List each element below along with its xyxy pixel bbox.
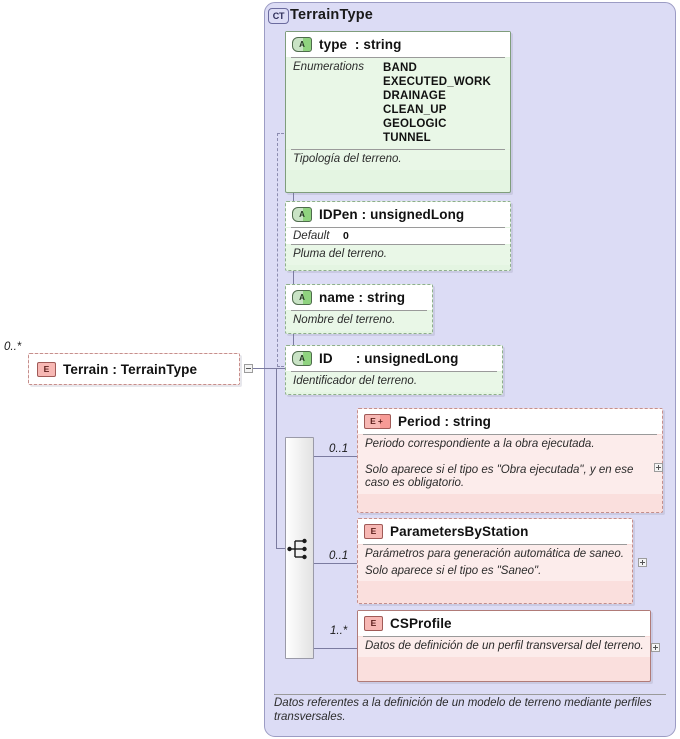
element-badge-icon: E — [364, 616, 383, 631]
occurrence-parametersbystation: 0..1 — [329, 550, 349, 562]
expand-toggle-period[interactable] — [654, 463, 663, 472]
attribute-type[interactable]: A type : string Enumerations BAND EXECUT… — [285, 31, 511, 193]
attribute-group-bracket — [277, 133, 288, 367]
enum-value: DRAINAGE — [383, 90, 446, 102]
enum-value: GEOLOGIC — [383, 118, 447, 130]
sequence-compositor[interactable] — [285, 437, 314, 659]
attribute-name-datatype: string — [367, 290, 406, 305]
enum-value: EXECUTED_WORK — [383, 76, 492, 88]
divider — [291, 244, 505, 245]
default-label: Default — [293, 230, 330, 242]
attribute-id-separator: : — [355, 351, 361, 366]
attribute-idpen-annotation: Pluma del terreno. — [286, 245, 510, 265]
attribute-idpen-name: IDPen — [319, 207, 358, 222]
enum-value: TUNNEL — [383, 132, 431, 144]
root-element-label: Terrain : TerrainType — [63, 361, 198, 377]
attribute-idpen-datatype: unsignedLong — [370, 207, 465, 222]
element-period-annotation-2: Solo aparece si el tipo es "Obra ejecuta… — [358, 454, 662, 494]
attribute-name-separator: : — [358, 290, 364, 305]
attribute-type-datatype: string — [363, 37, 402, 52]
expand-toggle-parametersbystation[interactable] — [638, 558, 647, 567]
enumerations-values: BAND EXECUTED_WORK DRAINAGE CLEAN_UP GEO… — [383, 61, 491, 145]
element-parametersbystation-label: ParametersByStation — [390, 524, 529, 539]
attribute-name[interactable]: A name : string Nombre del terreno. — [285, 284, 433, 334]
element-badge-icon: E — [364, 524, 383, 539]
annotation-divider — [274, 694, 666, 695]
attribute-name-name: name — [319, 290, 355, 305]
divider — [291, 227, 505, 228]
element-parametersbystation[interactable]: E ParametersByStation Parámetros para ge… — [357, 518, 633, 604]
attribute-idpen-default: Default 0 — [286, 228, 510, 244]
attribute-type-name: type — [319, 37, 348, 52]
root-element-occurrence: 0..* — [4, 341, 22, 353]
attribute-idpen[interactable]: A IDPen : unsignedLong Default 0 Pluma d… — [285, 201, 511, 271]
divider — [363, 636, 645, 637]
attribute-badge-icon: A — [292, 207, 312, 222]
occurrence-period: 0..1 — [329, 443, 349, 455]
attribute-type-annotation: Tipología del terreno. — [286, 150, 510, 170]
attribute-badge-icon: A — [292, 351, 312, 366]
enum-value: CLEAN_UP — [383, 104, 447, 116]
attribute-type-separator: : — [354, 37, 360, 52]
attribute-badge-icon: A — [292, 290, 312, 305]
enum-value: BAND — [383, 62, 418, 74]
connector-to-csprofile — [314, 648, 358, 649]
divider — [291, 149, 505, 150]
expand-toggle-csprofile[interactable] — [651, 643, 660, 652]
attribute-id-datatype: unsignedLong — [364, 351, 459, 366]
default-value: 0 — [343, 230, 349, 242]
collapse-toggle-terrain[interactable] — [244, 364, 253, 373]
connector-to-parametersbystation — [314, 563, 358, 564]
element-csprofile-label: CSProfile — [390, 616, 452, 631]
element-parametersbystation-annotation-1: Parámetros para generación automática de… — [358, 545, 632, 565]
element-csprofile-annotation: Datos de definición de un perfil transve… — [358, 637, 650, 657]
connector-into-sequence — [276, 548, 286, 549]
complex-type-badge-icon: CT — [268, 8, 289, 24]
attribute-type-enumerations: Enumerations BAND EXECUTED_WORK DRAINAGE… — [286, 58, 510, 149]
enumerations-label: Enumerations — [293, 61, 364, 73]
element-parametersbystation-annotation-2: Solo aparece si el tipo es "Saneo". — [358, 564, 632, 581]
attribute-id-name: ID — [319, 351, 333, 366]
complex-type-title: TerrainType — [290, 7, 374, 23]
occurrence-csprofile: 1..* — [330, 625, 348, 637]
divider — [291, 310, 427, 311]
connector-to-period — [314, 456, 358, 457]
attribute-idpen-separator: : — [361, 207, 367, 222]
complex-type-annotation: Datos referentes a la definición de un m… — [274, 697, 652, 723]
connector-spine-to-sequence — [276, 368, 277, 549]
element-period-label: Period : string — [398, 414, 492, 429]
divider — [363, 434, 657, 435]
connector-terrain-to-type — [253, 368, 294, 369]
element-plus-badge-icon: E+ — [364, 414, 391, 429]
attribute-name-annotation: Nombre del terreno. — [286, 311, 432, 331]
element-period-annotation-1: Periodo correspondiente a la obra ejecut… — [358, 435, 662, 455]
attribute-id-annotation: Identificador del terreno. — [286, 372, 502, 392]
element-badge-icon: E — [37, 361, 56, 377]
element-csprofile[interactable]: E CSProfile Datos de definición de un pe… — [357, 610, 651, 682]
element-period[interactable]: E+ Period : string Periodo correspondien… — [357, 408, 663, 513]
divider — [291, 57, 505, 58]
root-element-terrain[interactable]: E Terrain : TerrainType — [28, 353, 240, 385]
divider — [363, 544, 627, 545]
attribute-id[interactable]: A ID : unsignedLong Identificador del te… — [285, 345, 503, 395]
divider — [291, 371, 497, 372]
sequence-icon — [287, 538, 307, 560]
attribute-badge-icon: A — [292, 37, 312, 52]
